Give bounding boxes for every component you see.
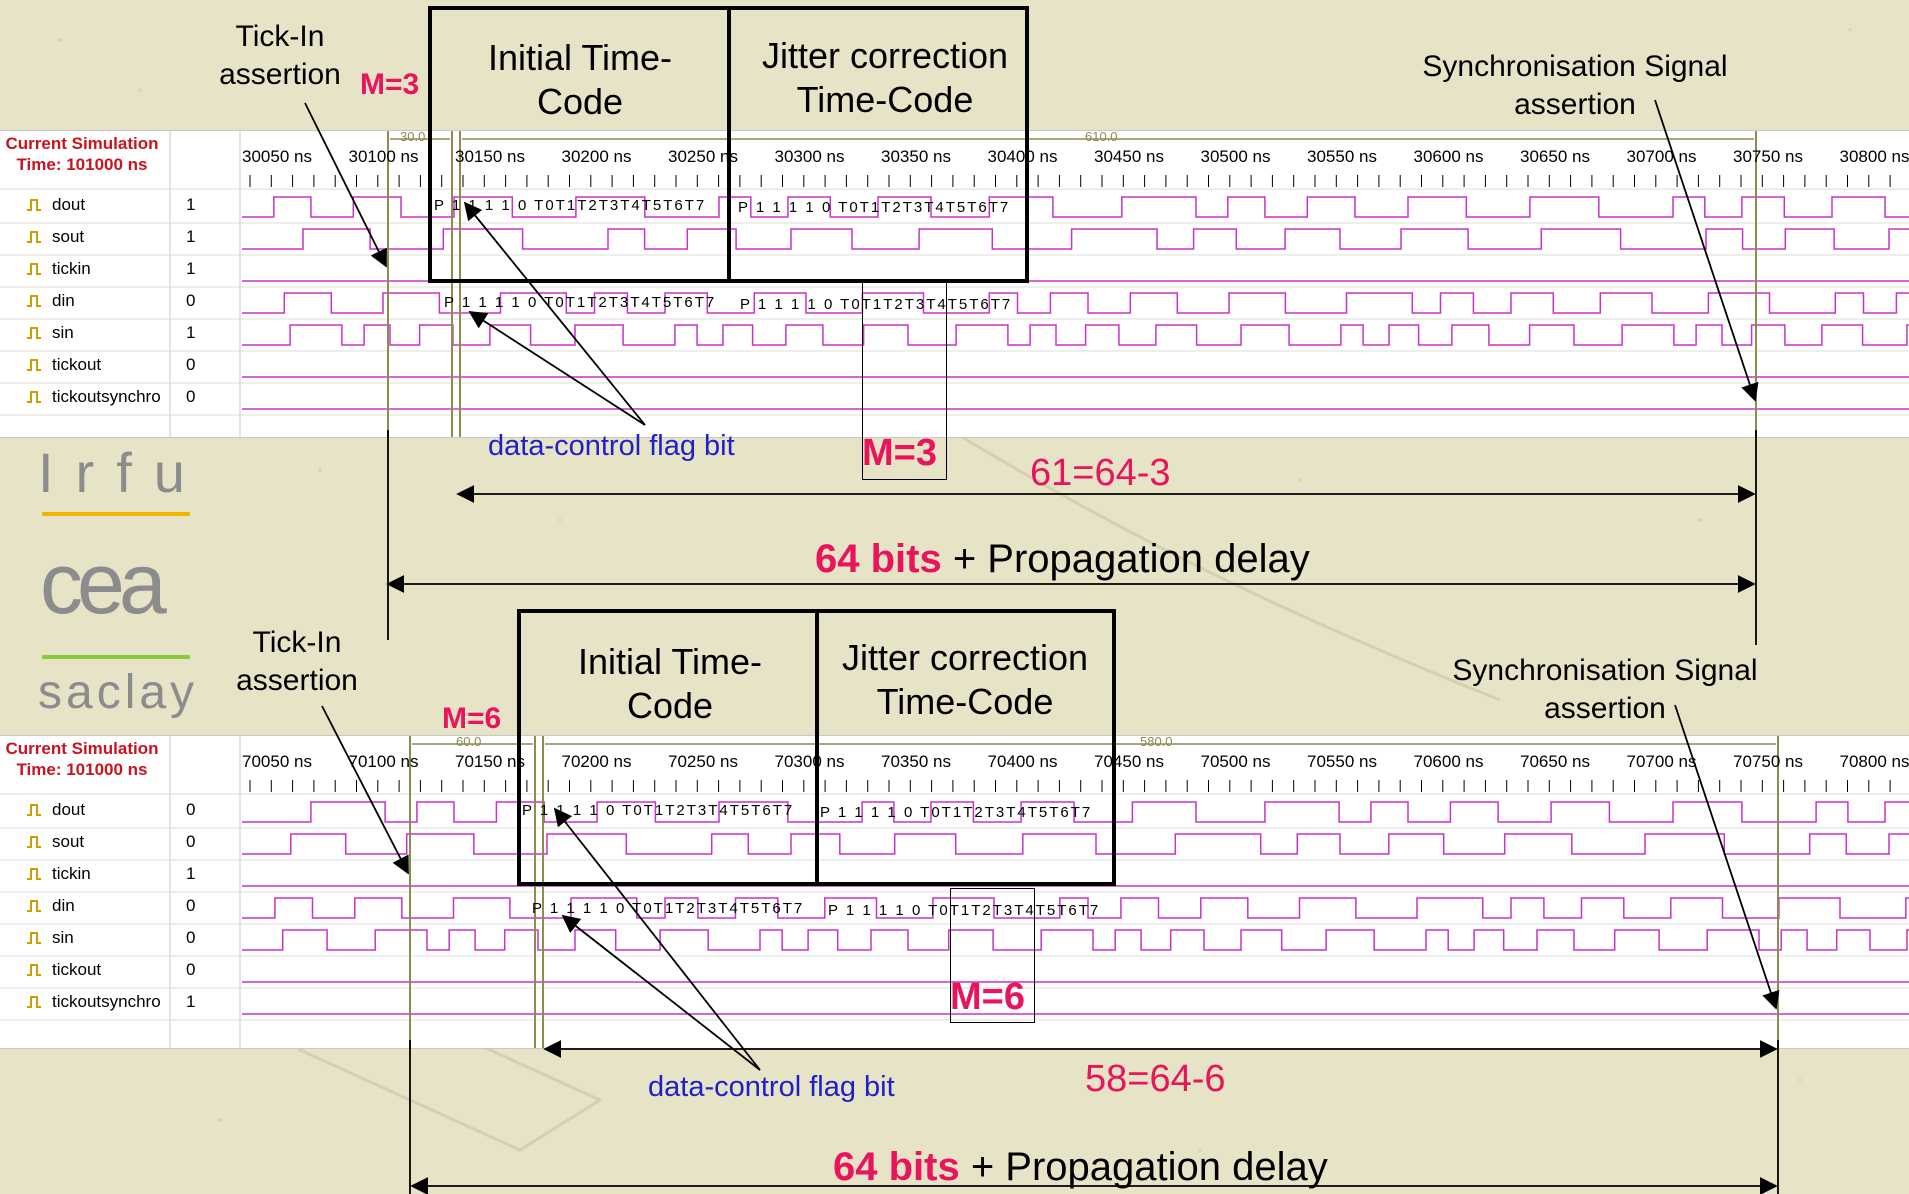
- time-tick-label: 30700 ns: [1627, 147, 1697, 167]
- initial-timecode-label: Initial Time-Code: [470, 36, 690, 124]
- jitter-timecode-label: Jitter correction Time-Code: [820, 636, 1110, 724]
- m-box-label: M=3: [862, 432, 937, 475]
- delay-bold: 64 bits: [815, 537, 942, 581]
- signal-icon: [26, 962, 44, 978]
- waveform-sin: [242, 325, 1909, 345]
- signal-name-dout[interactable]: dout: [52, 195, 85, 215]
- time-tick-label: 70700 ns: [1627, 752, 1697, 772]
- signal-value-din: 0: [186, 291, 195, 311]
- bit-count-calc: 61=64-3: [1030, 452, 1171, 495]
- delay-label: 64 bits + Propagation delay: [833, 1145, 1328, 1190]
- signal-value-dout: 1: [186, 195, 195, 215]
- time-tick-label: 70550 ns: [1307, 752, 1377, 772]
- signal-value-tickin: 1: [186, 259, 195, 279]
- signal-name-sin[interactable]: sin: [52, 323, 74, 343]
- signal-name-tickout[interactable]: tickout: [52, 355, 101, 375]
- time-tick-label: 70100 ns: [349, 752, 419, 772]
- sim-time-header: Current Simulation Time: 101000 ns: [2, 738, 162, 780]
- waveform-sin: [242, 930, 1909, 950]
- time-tick-label: 70050 ns: [242, 752, 312, 772]
- time-tick-label: 30100 ns: [349, 147, 419, 167]
- signal-icon: [26, 994, 44, 1010]
- flag-bit-label: data-control flag bit: [488, 430, 735, 463]
- signal-icon: [26, 866, 44, 882]
- signal-name-sout[interactable]: sout: [52, 832, 84, 852]
- sync-signal-label: Synchronisation Signal assertion: [1430, 652, 1780, 728]
- time-tick-label: 30050 ns: [242, 147, 312, 167]
- signal-icon: [26, 802, 44, 818]
- time-tick-label: 30750 ns: [1733, 147, 1803, 167]
- time-tick-label: 30550 ns: [1307, 147, 1377, 167]
- signal-icon: [26, 197, 44, 213]
- signal-value-tickin: 1: [186, 864, 195, 884]
- signal-name-tickout[interactable]: tickout: [52, 960, 101, 980]
- cursor-delta-big: 610.0: [1085, 129, 1118, 144]
- signal-value-sout: 1: [186, 227, 195, 247]
- cursor-delta-small: 30.0: [400, 129, 425, 144]
- jitter-timecode-label: Jitter correction Time-Code: [740, 34, 1030, 122]
- time-tick-label: 30500 ns: [1201, 147, 1271, 167]
- signal-icon: [26, 834, 44, 850]
- delay-rest: + Propagation delay: [942, 537, 1310, 581]
- signal-name-din[interactable]: din: [52, 291, 75, 311]
- signal-value-sin: 0: [186, 928, 195, 948]
- signal-value-sin: 1: [186, 323, 195, 343]
- time-tick-label: 70650 ns: [1520, 752, 1590, 772]
- signal-value-dout: 0: [186, 800, 195, 820]
- signal-value-din: 0: [186, 896, 195, 916]
- time-tick-label: 70800 ns: [1840, 752, 1909, 772]
- logo-divider-orange: [42, 512, 190, 516]
- signal-name-dout[interactable]: dout: [52, 800, 85, 820]
- delay-bold: 64 bits: [833, 1145, 960, 1189]
- din-bits-initial: P 1 1 1 1 0 T0T1T2T3T4T5T6T7: [444, 294, 716, 311]
- time-tick-label: 70600 ns: [1414, 752, 1484, 772]
- time-tick-label: 30650 ns: [1520, 147, 1590, 167]
- time-tick-label: 30800 ns: [1840, 147, 1909, 167]
- signal-name-din[interactable]: din: [52, 896, 75, 916]
- logo-cea: cea: [40, 535, 161, 634]
- delay-label: 64 bits + Propagation delay: [815, 537, 1310, 582]
- signal-icon: [26, 325, 44, 341]
- initial-timecode-label: Initial Time-Code: [560, 640, 780, 728]
- logo-saclay: saclay: [38, 665, 198, 720]
- time-tick-label: 30600 ns: [1414, 147, 1484, 167]
- signal-icon: [26, 898, 44, 914]
- time-tick-label: 70500 ns: [1201, 752, 1271, 772]
- signal-name-tickin[interactable]: tickin: [52, 259, 91, 279]
- m-value-label: M=6: [442, 702, 501, 736]
- signal-value-sout: 0: [186, 832, 195, 852]
- signal-value-tickoutsynchro: 1: [186, 992, 195, 1012]
- signal-name-sout[interactable]: sout: [52, 227, 84, 247]
- din-bits-initial: P 1 1 1 1 0 T0T1T2T3T4T5T6T7: [532, 900, 804, 917]
- signal-name-tickin[interactable]: tickin: [52, 864, 91, 884]
- signal-name-tickoutsynchro[interactable]: tickoutsynchro: [52, 387, 161, 407]
- sync-signal-label: Synchronisation Signal assertion: [1400, 48, 1750, 124]
- bit-count-calc: 58=64-6: [1085, 1058, 1226, 1101]
- signal-name-sin[interactable]: sin: [52, 928, 74, 948]
- signal-name-tickoutsynchro[interactable]: tickoutsynchro: [52, 992, 161, 1012]
- time-tick-label: 70750 ns: [1733, 752, 1803, 772]
- m-box-label: M=6: [950, 976, 1025, 1019]
- cursor-delta-big: 580.0: [1140, 734, 1173, 749]
- signal-value-tickoutsynchro: 0: [186, 387, 195, 407]
- delay-rest: + Propagation delay: [960, 1145, 1328, 1189]
- signal-icon: [26, 357, 44, 373]
- time-tick-label: 30450 ns: [1094, 147, 1164, 167]
- logo-divider-green: [42, 655, 190, 659]
- tick-in-label: Tick-In assertion: [205, 18, 355, 94]
- signal-icon: [26, 261, 44, 277]
- sim-time-header: Current Simulation Time: 101000 ns: [2, 133, 162, 175]
- signal-icon: [26, 389, 44, 405]
- signal-value-tickout: 0: [186, 960, 195, 980]
- signal-icon: [26, 293, 44, 309]
- signal-icon: [26, 930, 44, 946]
- signal-icon: [26, 229, 44, 245]
- logo-irfu: Irfu: [38, 440, 207, 505]
- time-tick-label: 70150 ns: [455, 752, 525, 772]
- m-value-label: M=3: [360, 68, 419, 102]
- flag-bit-label: data-control flag bit: [648, 1071, 895, 1104]
- cursor-delta-small: 60.0: [456, 734, 481, 749]
- tick-in-label: Tick-In assertion: [222, 624, 372, 700]
- signal-value-tickout: 0: [186, 355, 195, 375]
